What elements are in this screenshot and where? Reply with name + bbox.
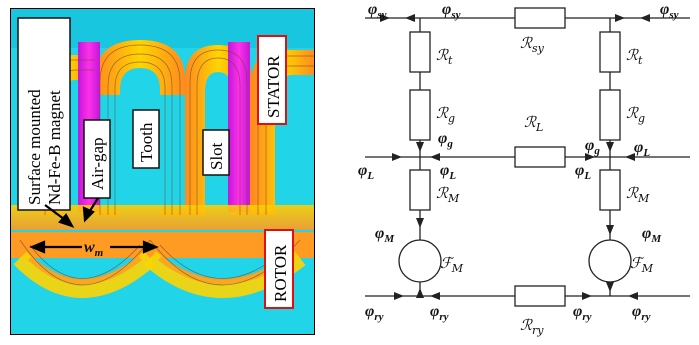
reluctance-label-g-left: ℛg bbox=[436, 104, 455, 125]
tooth-label-box: Tooth bbox=[132, 109, 160, 169]
airgap-arrowhead bbox=[82, 206, 95, 223]
airgap-label-box: Air-gap bbox=[83, 119, 111, 199]
stator-label: STATOR bbox=[264, 55, 283, 118]
flux-label-L-right: φL bbox=[575, 162, 591, 182]
wm-label-bg bbox=[82, 238, 110, 258]
reluctance-gap-left bbox=[409, 89, 431, 141]
reluctance-rotor-yoke bbox=[514, 285, 566, 307]
reluctance-tooth-right bbox=[599, 31, 621, 73]
reluctance-label-g-right: ℛg bbox=[626, 104, 645, 125]
rotor-label: ROTOR bbox=[271, 244, 290, 302]
mmf-label-right: ℱM bbox=[630, 254, 654, 275]
reluctance-label-sy: ℛsy bbox=[520, 34, 545, 55]
mmf-source-right bbox=[588, 239, 632, 283]
airgap-label: Air-gap bbox=[88, 137, 107, 190]
reluctance-label-t-left: ℛt bbox=[436, 46, 453, 67]
flux-label-ry-left: φry bbox=[365, 303, 384, 323]
flux-label-L-left-outer: φL bbox=[358, 162, 374, 182]
flux-label-L-right-top: φL bbox=[634, 139, 650, 159]
magnet-arrowhead bbox=[58, 213, 75, 228]
reluctance-label-t-right: ℛt bbox=[626, 46, 643, 67]
reluctance-tooth-left bbox=[409, 31, 431, 73]
slot-field-region bbox=[228, 42, 250, 212]
flux-label-sy-right: φsy bbox=[660, 1, 679, 21]
reluctance-label-M-right: ℛM bbox=[626, 184, 650, 205]
stator-label-box: STATOR bbox=[257, 35, 287, 125]
reluctance-label-ry: ℛry bbox=[520, 316, 544, 337]
wm-arrow-right bbox=[142, 240, 159, 254]
wm-label: wm bbox=[84, 239, 104, 259]
flux-label-ry-center-left: φry bbox=[430, 303, 449, 323]
tooth-label: Tooth bbox=[137, 122, 156, 162]
magnet-label-line2: Nd-Fe-B magnet bbox=[45, 90, 64, 205]
flux-label-sy-left: φsy bbox=[368, 1, 387, 21]
reluctance-leakage bbox=[514, 146, 566, 168]
panel-arrows bbox=[29, 197, 159, 254]
flux-label-ry-center-right: φry bbox=[573, 303, 592, 323]
reluctance-label-L: ℛL bbox=[524, 113, 543, 134]
mmf-label-left: ℱM bbox=[440, 254, 464, 275]
magnet-label-box: Surface mounted Nd-Fe-B magnet bbox=[17, 17, 71, 211]
magnet-label-line1: Surface mounted bbox=[25, 89, 44, 205]
reluctance-stator-yoke bbox=[514, 7, 566, 29]
mmf-source-left bbox=[398, 239, 442, 283]
flux-label-g-left: φg bbox=[438, 130, 453, 150]
magnetic-equivalent-circuit: φsy φsy φsy φg φg φL φL φL φL φM φM φry … bbox=[358, 1, 690, 337]
flux-label-L-left-inner: φL bbox=[440, 162, 456, 182]
slot-label: Slot bbox=[207, 142, 226, 170]
wm-arrow-left bbox=[29, 240, 46, 254]
slot-opening bbox=[160, 95, 185, 210]
slot-label-box: Slot bbox=[202, 129, 230, 176]
reluctance-label-M-left: ℛM bbox=[436, 184, 460, 205]
flux-arrows bbox=[380, 14, 650, 300]
reluctance-magnet-right bbox=[599, 169, 621, 211]
reluctance-magnet-left bbox=[409, 169, 431, 211]
rotor-label-box: ROTOR bbox=[264, 229, 294, 309]
reluctance-gap-right bbox=[599, 89, 621, 141]
flux-label-ry-right: φry bbox=[632, 303, 651, 323]
flux-label-M-right: φM bbox=[642, 225, 662, 245]
flux-label-g-right: φg bbox=[585, 137, 600, 157]
flux-label-M-left: φM bbox=[375, 225, 395, 245]
flux-label-sy-center: φsy bbox=[442, 1, 461, 21]
